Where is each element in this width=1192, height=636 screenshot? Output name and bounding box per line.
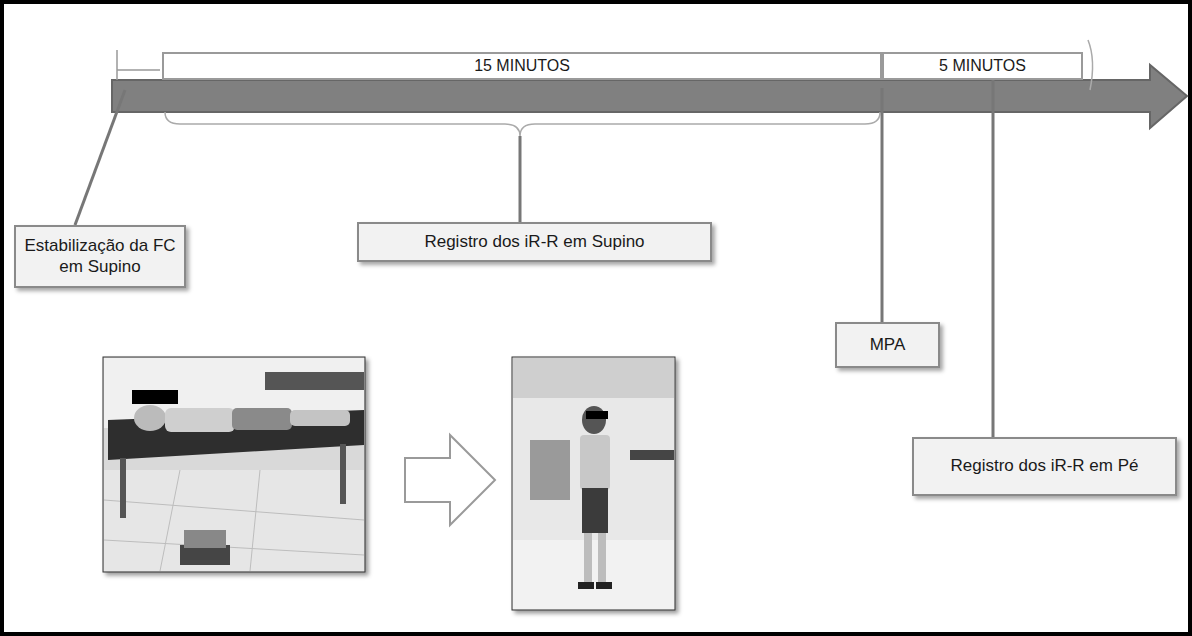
callout-box: Registro dos iR-R em Pé <box>912 437 1177 496</box>
box-label: 15 MINUTOS <box>474 56 570 75</box>
period-box: 15 MINUTOS <box>162 52 882 80</box>
box-label: Registro dos iR-R em Supino <box>424 232 644 252</box>
box-label: 5 MINUTOS <box>939 56 1026 75</box>
transition-arrow <box>405 435 495 525</box>
photo-supine <box>103 357 365 572</box>
box-label: MPA <box>870 335 906 355</box>
leader-line <box>519 136 522 222</box>
box-label: Registro dos iR-R em Pé <box>950 456 1138 476</box>
callout-box: Registro dos iR-R em Supino <box>357 222 712 262</box>
leader-line <box>881 88 884 322</box>
photo-standing <box>512 357 675 610</box>
callout-box: MPA <box>835 322 940 368</box>
callout-box: Estabilização da FC em Supino <box>14 225 186 288</box>
box-label: Estabilização da FC em Supino <box>24 236 176 277</box>
brace <box>165 112 880 136</box>
leader-line <box>992 80 995 437</box>
leader-line <box>75 90 125 225</box>
end-bracket <box>1088 40 1093 90</box>
period-box: 5 MINUTOS <box>882 52 1083 80</box>
start-tick <box>117 50 160 80</box>
